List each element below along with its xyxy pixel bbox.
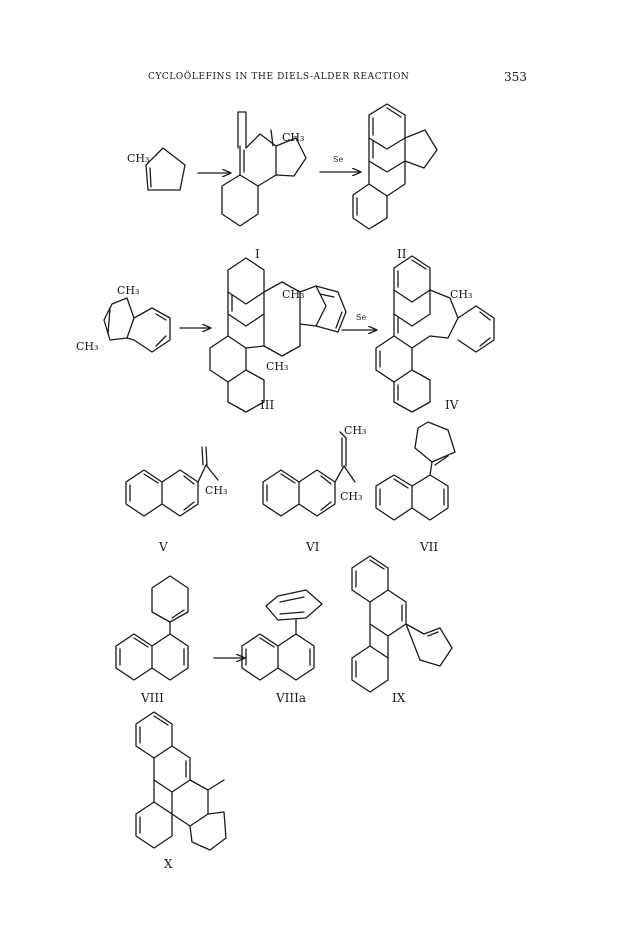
compound-label-VI: VI — [305, 540, 320, 554]
compound-label-VIIIa: VIIIa — [275, 691, 306, 705]
compound-label-IX: IX — [392, 691, 406, 705]
compound-label-VII: VII — [419, 540, 438, 554]
page-number: 353 — [504, 70, 527, 84]
compound-label-VIII: VIII — [140, 691, 164, 705]
compound-I-structure: CH₃ I — [221, 111, 307, 261]
compound-III-structure: CH₃ CH₃ III — [209, 257, 347, 413]
ch3-label: CH₃ — [450, 288, 472, 301]
compound-IX-structure: IX — [351, 555, 453, 705]
ch3-label: CH₃ — [344, 424, 366, 437]
dimethylindene-structure: CH₃ CH₃ — [76, 284, 171, 353]
compound-VI-structure: CH₃ CH₃ VI — [262, 424, 366, 554]
compound-label-II: II — [397, 247, 407, 261]
ch3-label: CH₃ — [282, 288, 304, 301]
ch3-label: CH₃ — [340, 490, 362, 503]
ch3-label: CH₃ — [282, 131, 304, 144]
ch3-label: CH₃ — [127, 152, 149, 165]
ch3-label: CH₃ — [76, 340, 98, 353]
compound-V-structure: CH₃ V — [125, 446, 227, 554]
compound-IV-structure: CH₃ IV — [375, 255, 495, 413]
compound-VIII-structure: VIII — [115, 575, 189, 705]
compound-X-structure: X — [135, 711, 227, 871]
compound-VII-structure: VII — [375, 421, 456, 554]
methylcyclopentene-structure: CH₃ — [127, 147, 186, 191]
ch3-label: CH₃ — [266, 360, 288, 373]
compound-II-structure: II — [352, 103, 438, 261]
reagent-label: Se — [356, 313, 366, 322]
page-header: CYCLOÖLEFINS IN THE DIELS-ALDER REACTION… — [0, 70, 629, 88]
compound-VIIIa-structure: VIIIa — [241, 589, 323, 705]
reagent-label: Se — [333, 155, 343, 164]
ch3-label: CH₃ — [205, 484, 227, 497]
running-head: CYCLOÖLEFINS IN THE DIELS-ALDER REACTION — [148, 72, 410, 82]
ch3-label: CH₃ — [117, 284, 139, 297]
compound-label-III: III — [260, 398, 274, 412]
compound-label-IV: IV — [445, 398, 459, 412]
compound-label-X: X — [164, 857, 173, 871]
compound-label-I: I — [255, 247, 260, 261]
compound-label-V: V — [158, 540, 168, 554]
